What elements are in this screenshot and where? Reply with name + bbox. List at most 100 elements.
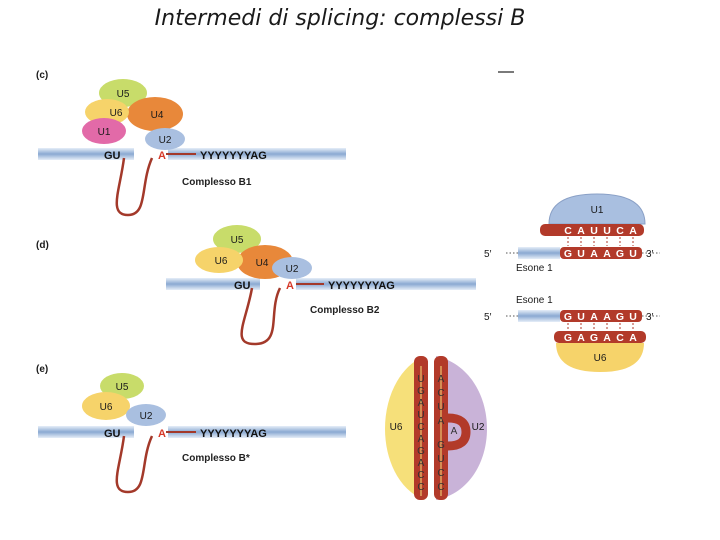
u5-label: U5 [117,89,130,100]
gu-label: GU [104,150,121,162]
exon-1-strand [518,310,560,322]
base: U [603,225,611,237]
polypyrimidine-tract: YYYYYYYAG [328,280,395,292]
u5-label: U5 [116,382,129,393]
base: G [417,386,425,397]
base: A [418,398,425,409]
u6-helix-seq: U G A U C A G A C C [417,374,425,493]
u6-base-pairs [567,323,634,331]
u6-label: U6 [594,353,607,364]
five-prime-label: 5′ [484,312,492,323]
u4-snrnp [127,97,183,131]
base: G [564,311,572,323]
u6-snrnp [195,247,243,273]
u6-pairing-diagram: Esone 1 G U A A G U G A G A C A U6 5′ [484,295,660,372]
u1-pairing-diagram: U1 C A U U C A G U A A G U 5′ 3′ Esone 1 [484,71,660,274]
polypyrimidine-tract: YYYYYYYAG [200,428,267,440]
exon-5prime [38,148,134,160]
slide-title: Intermedi di splicing: complessi B [154,6,526,31]
base: A [418,434,425,445]
five-prime-ss-seq: G U A A G U [564,311,637,323]
polypyrimidine-tract: YYYYYYYAG [200,150,267,162]
base: A [418,458,425,469]
base: C [616,225,624,237]
u1-base-pairs [567,237,634,246]
gu-label: GU [104,428,121,440]
panel-complex-b-star: (e) U5 U6 U2 GU A YYYYYYYAG Complesso B* [36,364,346,494]
base: G [417,446,425,457]
base: U [417,374,424,385]
base: A [603,332,611,344]
exon-5prime [166,278,260,290]
five-prime-ss-strand [560,247,642,259]
u2-helix-seq: A C U A A G U C C [437,374,458,493]
u6-label: U6 [390,422,403,433]
intron-loop [115,435,154,494]
u1-label: U1 [98,127,111,138]
base: C [437,388,444,399]
u4-label: U4 [151,110,164,121]
gu-label: GU [234,280,251,292]
complex-caption: Complesso B1 [182,177,252,188]
exon-5prime [38,426,134,438]
u2-label: U2 [159,135,172,146]
base: A [603,248,611,260]
base: A [451,426,458,437]
base: G [564,248,572,260]
u6-label: U6 [215,256,228,267]
base: G [564,332,572,344]
base: U [437,402,444,413]
exon-1-strand [518,247,560,259]
base: A [438,374,445,385]
u1-snrna-cap [548,193,646,225]
base: A [590,248,598,260]
exon-3prime [168,148,346,160]
exon-label: Esone 1 [516,295,553,306]
intron-loop [115,157,154,217]
base: G [616,248,624,260]
u1-strand [540,224,644,236]
base: U [629,248,637,260]
five-prime-ss-strand [560,310,642,322]
u5-snrnp [213,225,261,253]
u6-snrnp [82,392,130,420]
five-prime-label: 5′ [484,249,492,260]
base: U [590,225,598,237]
u1-upper-seq: C A U U C A [564,225,637,237]
u1-label: U1 [591,205,604,216]
u2-snrnp [145,128,185,150]
base: U [437,454,444,465]
base: C [437,468,444,479]
panel-complex-b1: (c) U5 U6 U4 U1 U2 GU A YYYYYYYAG Comple… [36,70,346,217]
three-prime-label: 3′ [646,312,654,323]
exon-3prime [168,426,346,438]
base: A [590,311,598,323]
base: U [577,248,585,260]
u2-label: U2 [472,422,485,433]
base: C [564,225,572,237]
branch-a-label: A [286,280,294,292]
branch-bulge [447,413,471,451]
base: U [629,311,637,323]
u6-snrna-cap [556,343,644,372]
base: A [603,311,611,323]
u5-label: U5 [231,235,244,246]
exon-3prime [296,278,476,290]
u4-label: U4 [256,258,269,269]
base: A [438,416,445,427]
base: A [577,225,585,237]
base: C [437,482,444,493]
base: G [437,440,445,451]
panel-label: (c) [36,70,48,81]
u6-u2-helix: U G A U C A G A C C A C U A A G U C C U6… [385,356,487,500]
base: G [616,311,624,323]
u6-label: U6 [100,402,113,413]
base: G [590,332,598,344]
complex-caption: Complesso B* [182,453,250,464]
u6-label: U6 [110,108,123,119]
panel-label: (d) [36,240,49,251]
u1-snrnp [82,118,126,144]
base: C [616,332,624,344]
intron-loop [240,287,282,346]
